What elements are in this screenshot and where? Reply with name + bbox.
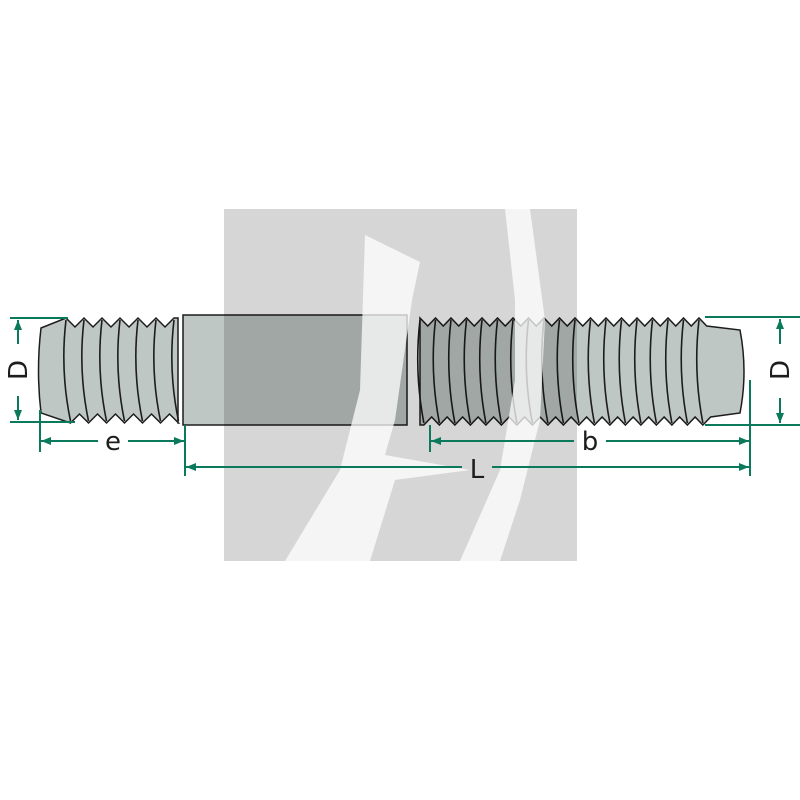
thread-crest-line	[63, 319, 72, 422]
thread-crest-line	[556, 319, 565, 424]
thread-crest-line	[695, 319, 704, 424]
thread-crest-line	[463, 319, 472, 424]
thread-crest-line	[587, 319, 596, 424]
thread-crest-line	[99, 319, 108, 422]
thread-crest-line	[432, 319, 441, 424]
thread-crest-line	[633, 319, 642, 424]
short-thread-end	[37, 316, 181, 425]
thread-outline	[37, 316, 181, 425]
thread-crest-line	[447, 319, 456, 424]
thread-crest-line	[117, 319, 126, 422]
thread-crest-line	[680, 319, 689, 424]
watermark-logo	[224, 209, 577, 561]
diameter-label-right: D	[766, 360, 796, 380]
thread-crest-line	[649, 319, 658, 424]
thread-crest-line	[494, 319, 503, 424]
thread-crest-line	[171, 319, 180, 422]
thread-crest-line	[571, 319, 580, 424]
short-thread-length-label: e	[105, 427, 121, 457]
thread-crest-line	[664, 319, 673, 424]
overall-length-label: L	[470, 455, 485, 485]
thread-crest-line	[81, 319, 90, 422]
thread-crest-line	[416, 319, 425, 424]
thread-crest-line	[153, 319, 162, 422]
long-thread-length-label: b	[582, 427, 599, 457]
thread-crest-line	[618, 319, 627, 424]
diameter-label-left: D	[4, 360, 34, 380]
dimension-lines	[10, 316, 800, 476]
thread-crest-line	[135, 319, 144, 422]
thread-crest-line	[478, 319, 487, 424]
thread-crest-line	[602, 319, 611, 424]
